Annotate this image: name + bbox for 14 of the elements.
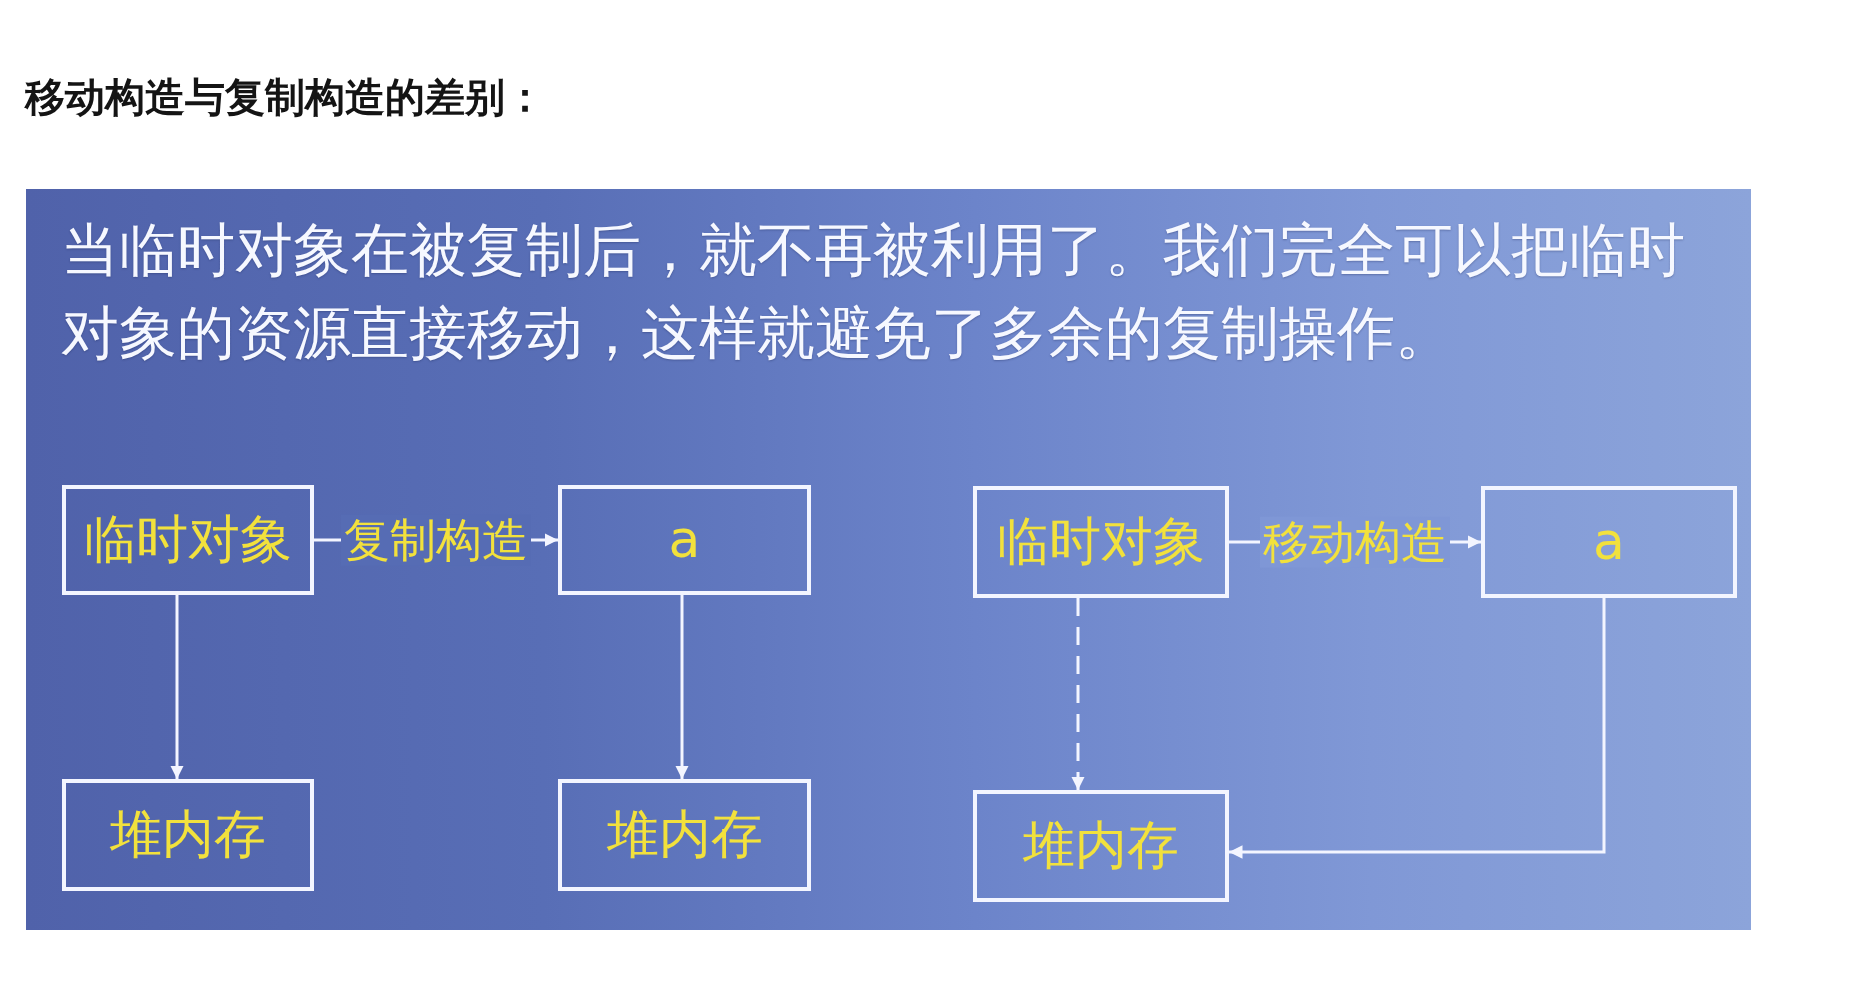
edge-label: 移动构造 xyxy=(1260,516,1450,568)
process-box: a xyxy=(1481,486,1737,598)
process-box: a xyxy=(558,485,811,595)
process-box: 堆内存 xyxy=(62,779,314,891)
heading: 移动构造与复制构造的差别： xyxy=(25,73,545,121)
process-box: 临时对象 xyxy=(62,485,314,595)
description-text: 当临时对象在被复制后，就不再被利用了。我们完全可以把临时对象的资源直接移动，这样就避免了多余的复制操作。 xyxy=(61,215,1686,369)
process-box: 堆内存 xyxy=(973,790,1229,902)
process-box: 临时对象 xyxy=(973,486,1229,598)
process-box: 堆内存 xyxy=(558,779,811,891)
dashed-arrow xyxy=(1071,598,1085,790)
arrow xyxy=(675,595,689,779)
arrow xyxy=(170,595,184,779)
arrow xyxy=(1229,598,1606,859)
